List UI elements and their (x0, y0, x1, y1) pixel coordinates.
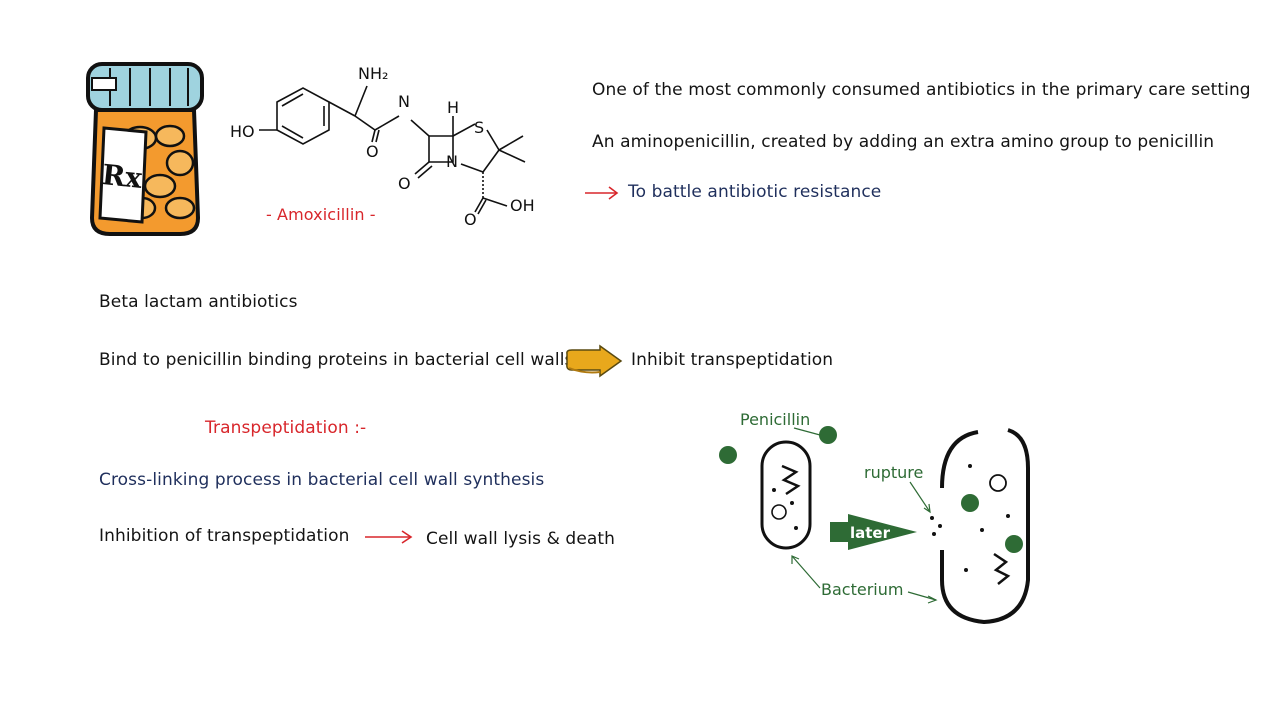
bacterium-label: Bacterium (821, 580, 904, 599)
transpeptidation-definition: Cross-linking process in bacterial cell … (99, 470, 545, 490)
bind-statement: Bind to penicillin binding proteins in b… (99, 350, 574, 370)
gold-arrow-icon (566, 344, 623, 378)
bacterium-lysis-illustration (719, 426, 1030, 625)
fact-line-2: An aminopenicillin, created by adding an… (592, 132, 1215, 152)
fact-line-3: To battle antibiotic resistance (628, 182, 882, 202)
pill-bottle-icon (86, 62, 204, 236)
atom-o-acid: O (464, 210, 477, 229)
rupture-label: rupture (864, 463, 924, 482)
atom-n-amide: N (398, 92, 410, 111)
rx-label: Rx (100, 158, 144, 195)
red-arrow-icon (585, 186, 619, 200)
atom-h: H (447, 98, 460, 117)
transpeptidation-title: Transpeptidation :- (205, 418, 367, 438)
atom-o-lactam: O (398, 174, 411, 193)
fact-line-1: One of the most commonly consumed antibi… (592, 80, 1251, 100)
red-arrow-icon (365, 530, 413, 544)
beta-lactam-class: Beta lactam antibiotics (99, 292, 298, 312)
atom-o-carbonyl: O (366, 142, 379, 161)
result-statement: Cell wall lysis & death (426, 529, 616, 549)
drug-name-label: - Amoxicillin - (266, 205, 376, 224)
atom-n-ring: N (446, 152, 458, 171)
atom-nh2: NH₂ (358, 64, 389, 83)
later-label: later (850, 524, 891, 542)
penicillin-label: Penicillin (740, 410, 811, 429)
inhibit-statement: Inhibit transpeptidation (631, 350, 834, 370)
inhibition-statement: Inhibition of transpeptidation (99, 526, 350, 546)
atom-ho: HO (230, 122, 255, 141)
atom-s: S (474, 118, 485, 137)
amoxicillin-structure (259, 85, 526, 215)
atom-oh: OH (510, 196, 535, 215)
